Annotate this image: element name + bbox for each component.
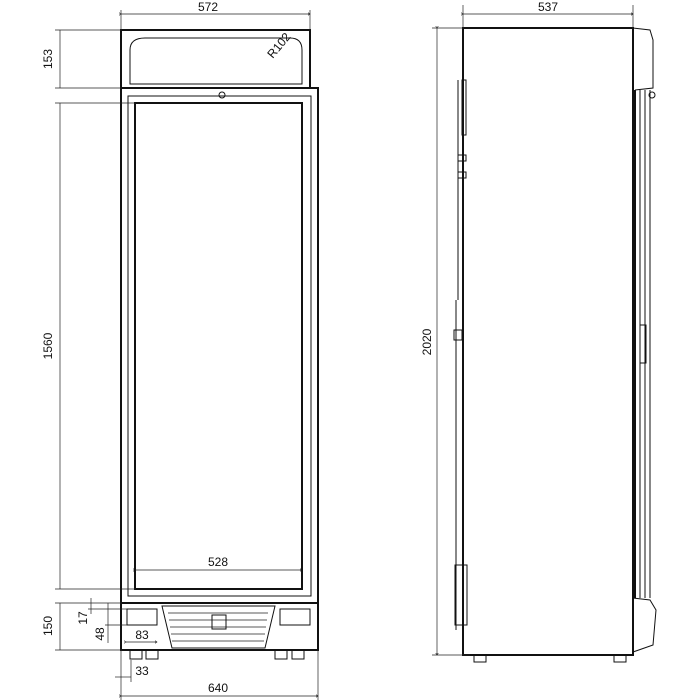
- side-lock-icon: [648, 91, 656, 99]
- dim-1560: 1560: [41, 332, 55, 359]
- lock-icon: [218, 91, 226, 99]
- door-inner-frame: [127, 95, 312, 597]
- fan-icon: [279, 608, 311, 626]
- dim-572: 572: [198, 0, 218, 14]
- header-panel: [129, 37, 303, 85]
- door-glass: [134, 102, 303, 590]
- dim-33: 33: [135, 664, 149, 678]
- feet: [129, 649, 305, 660]
- dim-83: 83: [135, 628, 149, 642]
- side-header: [632, 27, 654, 91]
- side-base-cover: [632, 597, 657, 653]
- compressor-unit: [454, 564, 468, 626]
- vent-grille: [161, 605, 276, 649]
- dim-528: 528: [208, 555, 228, 569]
- side-body: [462, 27, 634, 656]
- dim-17: 17: [76, 611, 90, 625]
- dim-153: 153: [41, 49, 55, 69]
- front-view: 572 153 R102 1560 528 150 17 48 83 33 64…: [41, 0, 319, 700]
- logo-badge-icon: [211, 614, 227, 630]
- door-handle: [639, 324, 647, 364]
- vent-slats: [168, 612, 268, 642]
- header-outline: [120, 29, 311, 88]
- side-feet: [473, 654, 627, 663]
- dim-2020: 2020: [420, 328, 434, 355]
- door-frame: [120, 87, 319, 604]
- base-panel: [120, 602, 319, 651]
- dim-48: 48: [93, 627, 107, 641]
- dim-537: 537: [538, 0, 558, 14]
- dim-640: 640: [208, 681, 228, 695]
- side-view: 537 2020: [420, 0, 657, 663]
- dim-r102: R102: [264, 30, 293, 61]
- dim-150: 150: [41, 616, 55, 636]
- control-display-icon: [126, 608, 158, 626]
